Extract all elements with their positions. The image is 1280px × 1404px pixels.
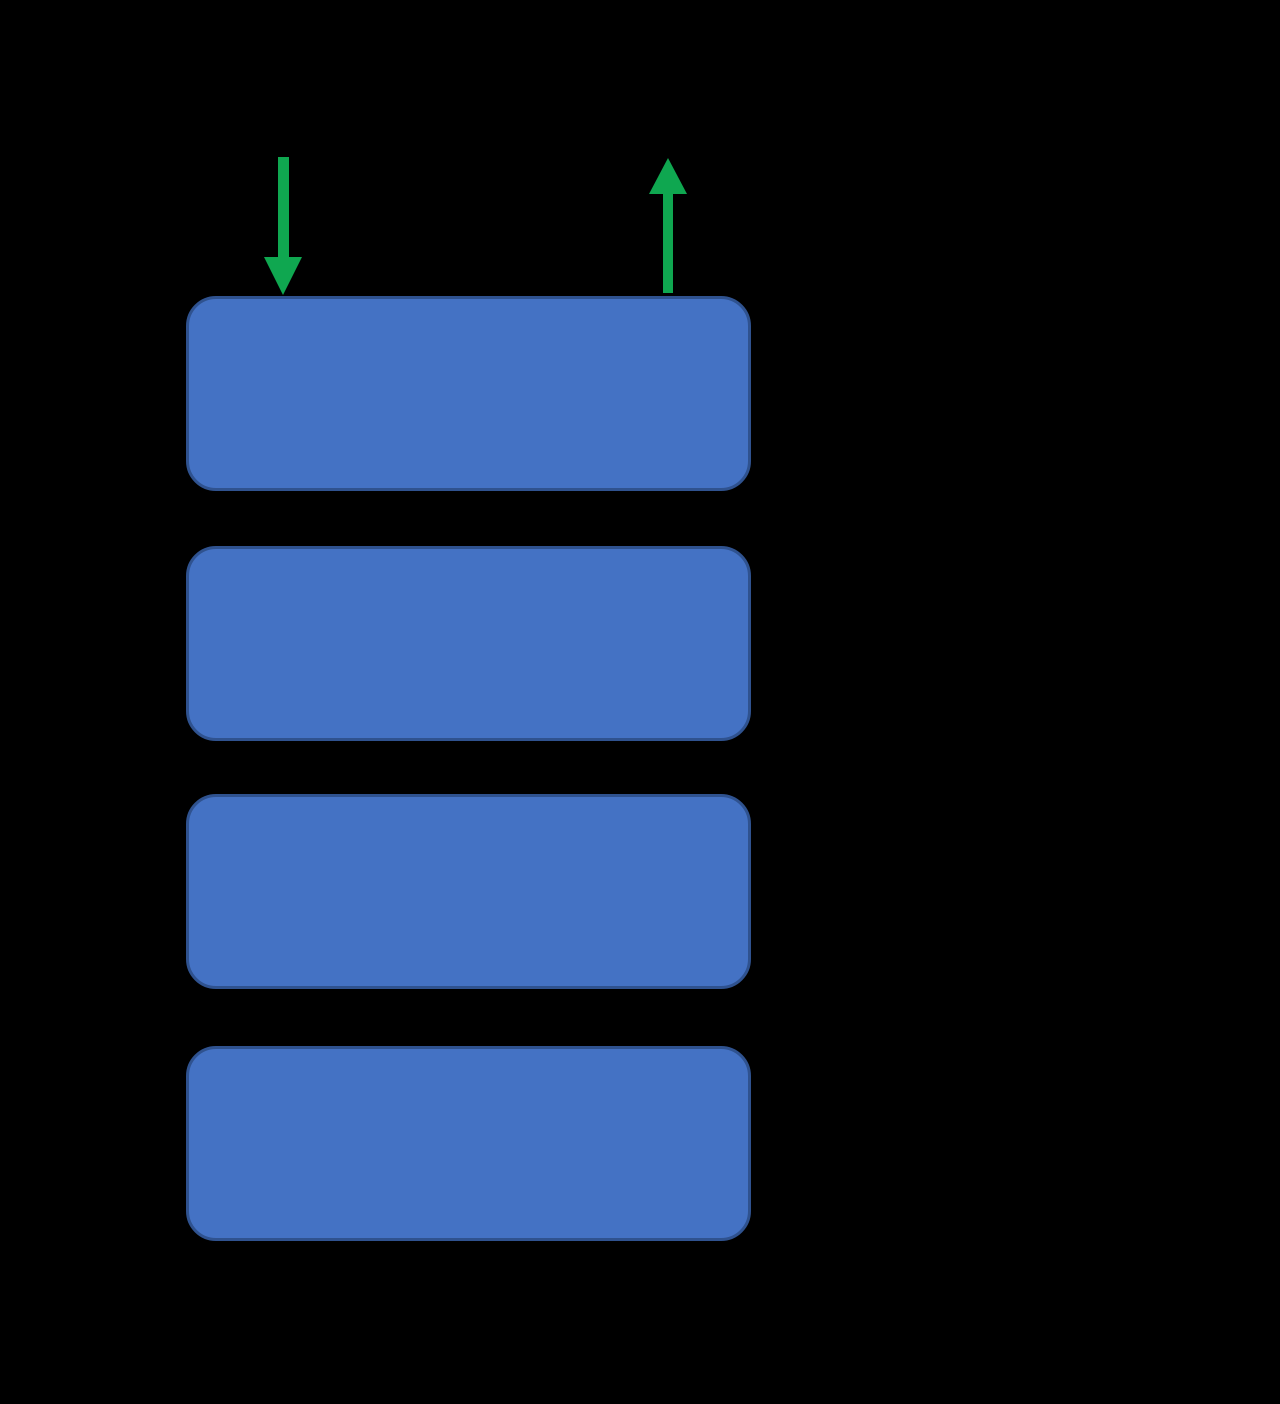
layer-box-4 [186,1046,751,1241]
arrow-up-head [649,158,687,194]
arrow-up-shaft [663,192,673,293]
arrow-down-shaft [278,157,289,259]
layer-box-1 [186,296,751,491]
layer-box-3 [186,794,751,989]
layer-box-2 [186,546,751,741]
arrow-down-head [264,257,302,295]
